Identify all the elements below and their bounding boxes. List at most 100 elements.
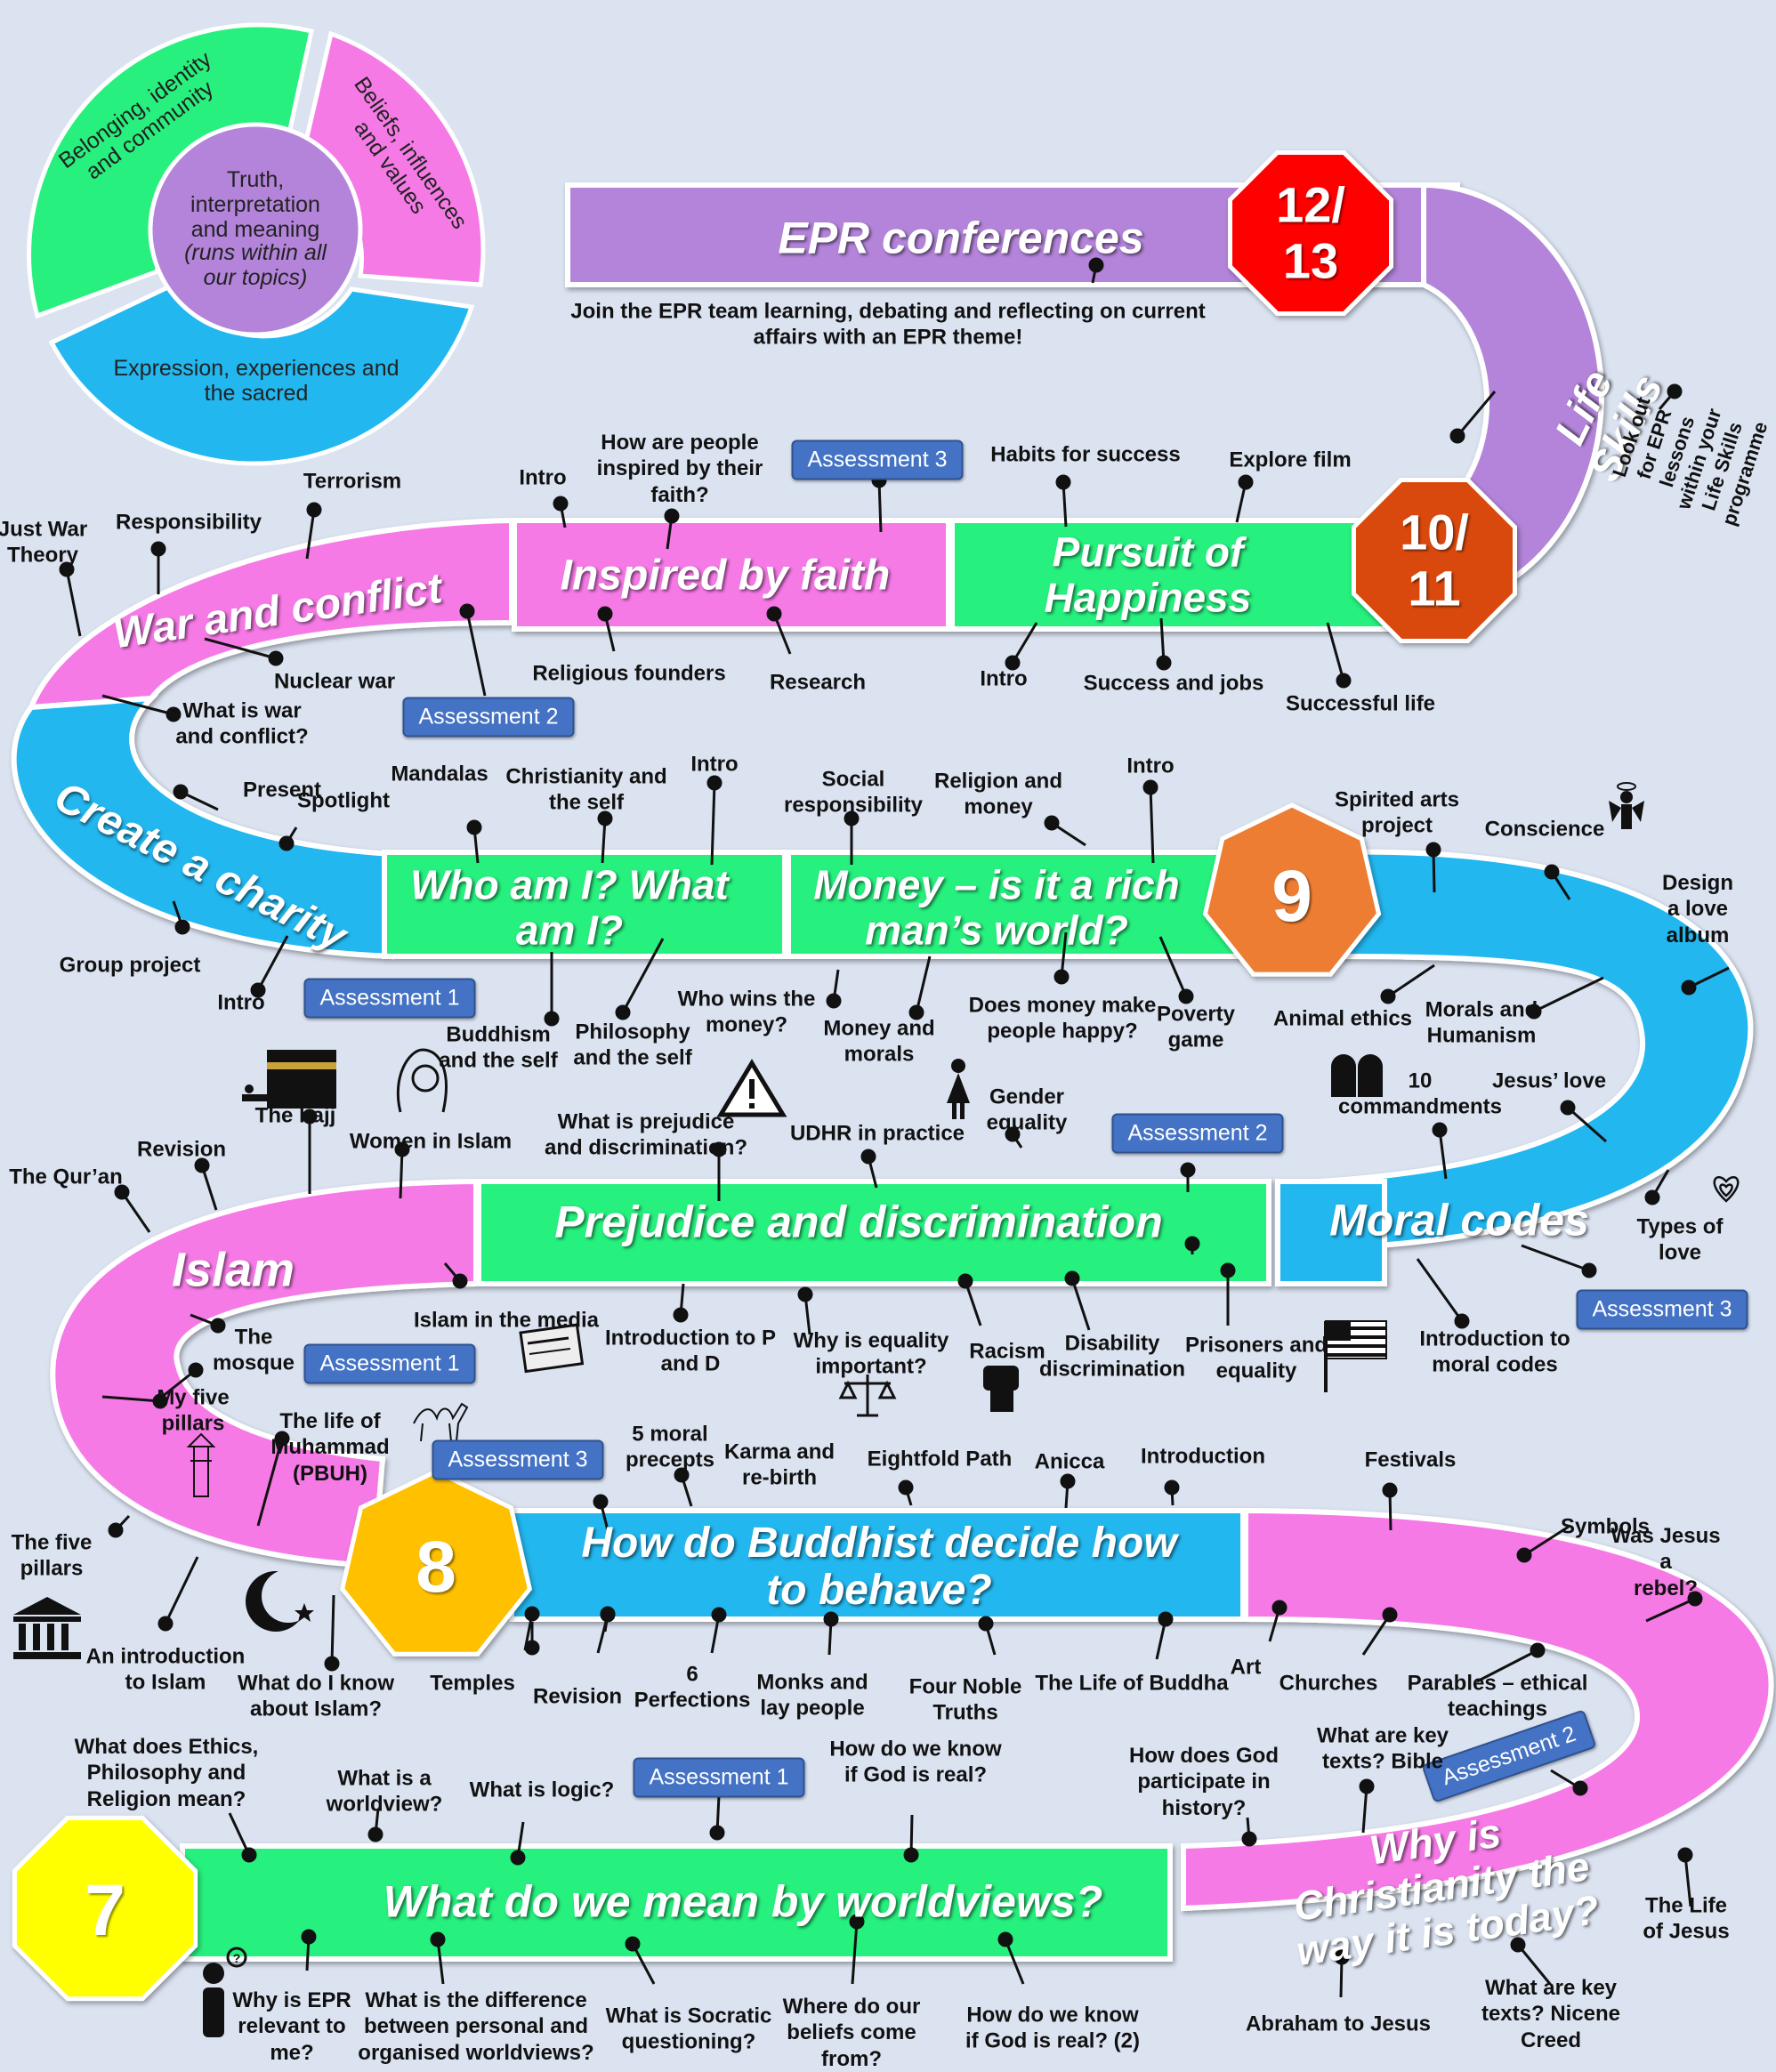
label-five-pillars: The five pillars xyxy=(11,1530,93,1581)
cycle-diagram xyxy=(27,22,486,466)
label-god-history: How does God participate in history? xyxy=(1129,1744,1279,1820)
connector-dot xyxy=(394,1141,410,1157)
connector-line xyxy=(1004,1939,1025,1985)
label-intro-pd: Introduction to P and D xyxy=(605,1326,776,1376)
connector-dot xyxy=(1064,1270,1080,1286)
connector-dot xyxy=(908,1004,924,1020)
connector-line xyxy=(621,938,665,1013)
connector-dot xyxy=(1526,1004,1542,1020)
assessment-worldviews: Assessment 1 xyxy=(633,1757,805,1798)
connector-dot xyxy=(1156,655,1172,671)
label-intro-islam: An introduction to Islam xyxy=(85,1644,246,1695)
label-life-jesus: The Life of Jesus xyxy=(1643,1893,1730,1944)
connector-dot xyxy=(324,1656,340,1672)
connector-dot xyxy=(1241,1831,1257,1847)
label-what-is-prejudice: What is prejudice and discrimination? xyxy=(544,1109,748,1160)
connector-dot xyxy=(1044,815,1060,831)
label-terrorism: Terrorism xyxy=(303,469,402,494)
connector-dot xyxy=(553,496,569,512)
connector-dot xyxy=(188,1362,204,1378)
year-label-7: 7 xyxy=(85,1870,125,1952)
connector-line xyxy=(1476,1649,1538,1683)
band-christianity-curve xyxy=(1181,1507,1774,1912)
tablets-icon xyxy=(1331,1054,1383,1097)
label-conscience: Conscience xyxy=(1484,817,1605,842)
label-christianity-self: Christianity and the self xyxy=(505,764,667,815)
connector-dot xyxy=(152,1393,168,1409)
label-design-love: Design a love album xyxy=(1661,871,1733,947)
topic-prejudice: Prejudice and discrimination xyxy=(554,1197,1163,1247)
connector-line xyxy=(1158,936,1188,997)
connector-dot xyxy=(241,1847,257,1863)
connector-line xyxy=(101,1395,161,1403)
connector-line xyxy=(228,1812,251,1856)
label-intro-who: Intro xyxy=(690,752,739,777)
connector-dot xyxy=(430,1931,446,1947)
label-spotlight: Spotlight xyxy=(297,788,390,813)
connector-line xyxy=(101,694,174,716)
connector-dot xyxy=(510,1850,526,1866)
connector-dot xyxy=(1449,428,1465,444)
connector-dot xyxy=(157,1616,174,1632)
label-religion-money: Religion and money xyxy=(934,769,1062,819)
topic-money: Money – is it a rich man’s world? xyxy=(813,861,1180,953)
label-the-hajj: The hajj xyxy=(254,1103,336,1128)
connector-dot xyxy=(1380,988,1396,1004)
cycle-segment-expression xyxy=(48,281,475,466)
connector-dot xyxy=(844,810,860,826)
assessment-war: Assessment 2 xyxy=(402,697,575,738)
label-money-happy: Does money make people happy? xyxy=(968,993,1157,1044)
connector-dot xyxy=(1336,673,1352,689)
label-where-beliefs: Where do our beliefs come from? xyxy=(782,1995,921,2071)
topic-worldviews: What do we mean by worldviews? xyxy=(383,1876,1103,1927)
assessment-moral: Assessment 3 xyxy=(1576,1289,1748,1330)
label-revision-b: Revision xyxy=(532,1684,623,1709)
label-mandalas: Mandalas xyxy=(391,762,488,786)
connector-dot xyxy=(302,1109,318,1125)
connector-line xyxy=(964,1280,982,1326)
cycle-center-note: (runs within all our topics) xyxy=(184,240,327,290)
label-symbols: Symbols xyxy=(1560,1514,1651,1539)
connector-line xyxy=(1361,1786,1368,1834)
label-what-know-islam: What do I know about Islam? xyxy=(238,1671,394,1721)
label-present: Present xyxy=(242,778,322,802)
connector-dot xyxy=(860,1149,876,1165)
topic-inspired-by-faith: Inspired by faith xyxy=(560,552,891,600)
connector-line xyxy=(256,1438,284,1527)
connector-dot xyxy=(466,819,482,835)
label-intro-moral-codes: Introduction to moral codes xyxy=(1419,1326,1570,1377)
hijab-woman-icon xyxy=(396,1048,448,1113)
connector-dot xyxy=(114,1184,130,1200)
cycle-label-expression: Expression, experiences and the sacred xyxy=(113,356,400,406)
label-intro-charity: Intro xyxy=(217,990,265,1015)
label-six-perfections: 6 Perfections xyxy=(634,1662,751,1713)
connector-line xyxy=(1533,976,1604,1013)
connector-dot xyxy=(593,1494,609,1510)
connector-line xyxy=(204,637,277,660)
connector-dot xyxy=(59,561,75,577)
label-racism: Racism xyxy=(969,1339,1045,1364)
label-just-war: Just War Theory xyxy=(0,517,88,568)
label-animal-ethics: Animal ethics xyxy=(1272,1006,1413,1031)
label-women-islam: Women in Islam xyxy=(349,1129,513,1154)
connector-dot xyxy=(367,1826,383,1842)
minaret-icon xyxy=(186,1432,216,1497)
connector-dot xyxy=(1687,1591,1703,1607)
label-parables: Parables – ethical teachings xyxy=(1407,1671,1588,1721)
connector-dot xyxy=(1178,988,1194,1004)
connector-dot xyxy=(664,508,680,524)
topic-epr-conferences: EPR conferences xyxy=(778,213,1144,263)
topic-who-am-i: Who am I? What am I? xyxy=(410,861,729,953)
connector-dot xyxy=(706,775,723,791)
connector-dot xyxy=(1432,1122,1448,1138)
connector-dot xyxy=(711,1607,727,1623)
label-morals-humanism: Morals and Humanism xyxy=(1425,997,1538,1048)
label-epr-join: Join the EPR team learning, debating and… xyxy=(570,299,1206,350)
connector-line xyxy=(1521,1244,1590,1272)
icons: ? xyxy=(13,782,1740,2037)
connector-dot xyxy=(903,1847,919,1863)
label-social-resp: Social responsibility xyxy=(783,767,924,818)
connector-dot xyxy=(1053,969,1070,985)
connector-line xyxy=(65,568,82,637)
label-four-truths: Four Noble Truths xyxy=(908,1674,1022,1725)
